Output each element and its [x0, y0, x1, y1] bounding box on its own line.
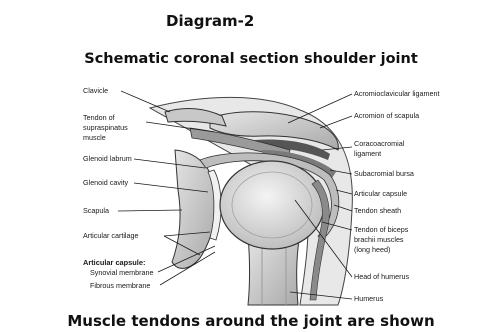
label-fibrous-membrane: Fibrous membrane — [90, 281, 150, 290]
label-clavicle: Clavicle — [83, 86, 108, 95]
left-labels: Clavicle Tendon of supraspinatus muscle … — [83, 86, 154, 290]
shoulder-illustration — [150, 97, 352, 305]
label-long-heed: (long heed) — [354, 245, 390, 254]
label-articular-cartilage: Articular cartilage — [83, 231, 139, 240]
label-tendon-of-biceps: Tendon of biceps — [354, 225, 409, 234]
label-subacromial-bursa: Subacromial bursa — [354, 169, 414, 178]
humeral-head — [220, 161, 324, 249]
label-head-of-humerus: Head of humerus — [354, 272, 410, 281]
diagram-title: Diagram-2 — [166, 12, 254, 30]
label-tendon-of: Tendon of — [83, 113, 115, 122]
label-tendon-sheath: Tendon sheath — [354, 206, 401, 215]
label-coracoacromial-ligament: ligament — [354, 149, 381, 158]
label-synovial-membrane: Synovial membrane — [90, 268, 154, 277]
label-scapula: Scapula — [83, 206, 109, 215]
label-muscle: muscle — [83, 133, 106, 142]
label-acromion: Acromion of scapula — [354, 111, 419, 120]
diagram-subtitle: Schematic coronal section shoulder joint — [84, 51, 418, 67]
label-supraspinatus: supraspinatus — [83, 123, 128, 132]
label-brachii-muscles: brachii muscles — [354, 235, 404, 244]
label-articular-capsule-heading: Articular capsule: — [83, 258, 145, 267]
scapula — [172, 150, 216, 268]
label-acromioclavicular-ligament: Acromioclavicular ligament — [354, 89, 439, 98]
label-coracoacromial: Coracoacromial — [354, 139, 405, 148]
diagram-caption: Muscle tendons around the joint are show… — [67, 312, 434, 330]
label-glenoid-labrum: Glenoid labrum — [83, 154, 132, 163]
right-labels: Acromioclavicular ligament Acromion of s… — [354, 89, 439, 303]
label-humerus: Humerus — [354, 294, 384, 303]
label-glenoid-cavity: Glenoid cavity — [83, 178, 129, 187]
label-articular-capsule: Articular capsule — [354, 189, 407, 198]
